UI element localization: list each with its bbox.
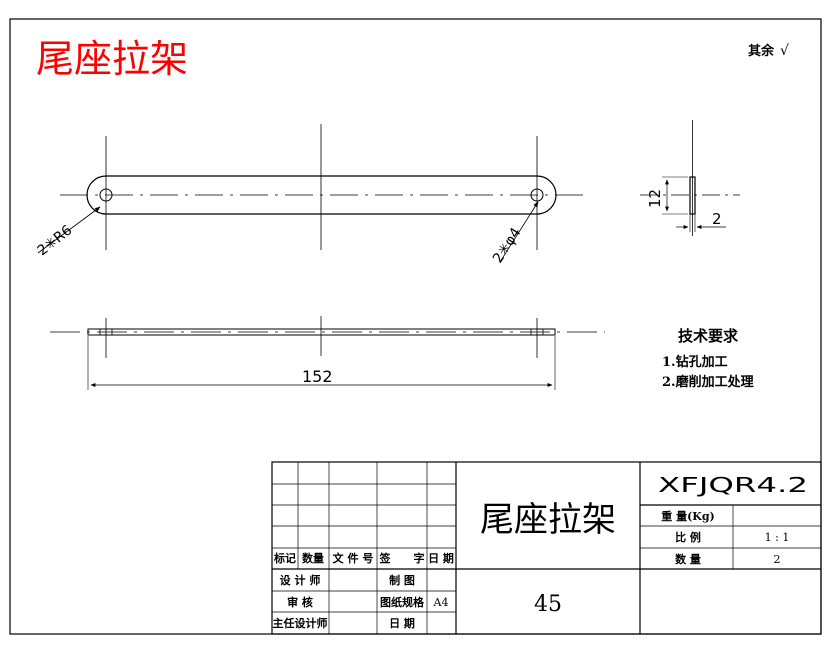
property-label: 重 量(Kg) (661, 509, 715, 523)
revision-header: 日 期 (428, 551, 454, 565)
revision-header-row: 标记 数量 文 件 号 签 字 日 期 (273, 551, 454, 565)
role-field: 制 图 (389, 573, 415, 587)
roughness-symbol-icon: √ (780, 43, 789, 59)
hole-leader (499, 201, 539, 263)
revision-header: 标记 (273, 551, 296, 565)
height-dimension-label: 12 (646, 189, 664, 208)
tech-requirements-heading: 技术要求 (678, 327, 739, 345)
revision-header: 签 (379, 551, 392, 565)
property-label: 数 量 (675, 552, 701, 566)
revision-header: 数量 (302, 551, 324, 565)
property-value: 1 : 1 (765, 531, 790, 544)
role-label: 审 核 (287, 595, 313, 609)
tech-requirement-item: 1.钻孔加工 (662, 354, 728, 370)
length-dimension-label: 152 (302, 367, 333, 386)
drawing-number: XFJQR4.2 (658, 473, 808, 497)
front-view (37, 124, 585, 263)
side-view (640, 120, 740, 236)
property-label: 比 例 (675, 530, 701, 544)
radius-leader (37, 206, 101, 254)
hole-dimension-label: 2✳φ4 (490, 225, 525, 266)
role-label: 主任设计师 (273, 616, 328, 630)
property-value: 2 (774, 553, 781, 566)
role-field: 日 期 (389, 616, 415, 630)
revision-header: 字 (414, 551, 425, 565)
role-field: 图纸规格 (380, 595, 425, 609)
top-view (50, 316, 605, 390)
drawing-title: 尾座拉架 (36, 37, 188, 81)
revision-header: 文 件 号 (333, 551, 374, 565)
property-rows: 重 量(Kg) 比 例 1 : 1 数 量 2 (661, 509, 789, 566)
radius-dimension-label: 2✳R6 (35, 222, 76, 259)
title-block (271, 461, 822, 635)
part-name: 尾座拉架 (480, 500, 616, 540)
material: 45 (534, 592, 562, 617)
role-rows: 设 计 师 制 图 审 核 图纸规格 A4 主任设计师 日 期 (273, 573, 449, 630)
thickness-dimension-label: 2 (712, 210, 722, 228)
roughness-note: 其余 (748, 43, 775, 59)
role-label: 设 计 师 (280, 573, 321, 587)
sheet-size-value: A4 (433, 596, 449, 609)
tech-requirement-item: 2.磨削加工处理 (662, 374, 754, 390)
